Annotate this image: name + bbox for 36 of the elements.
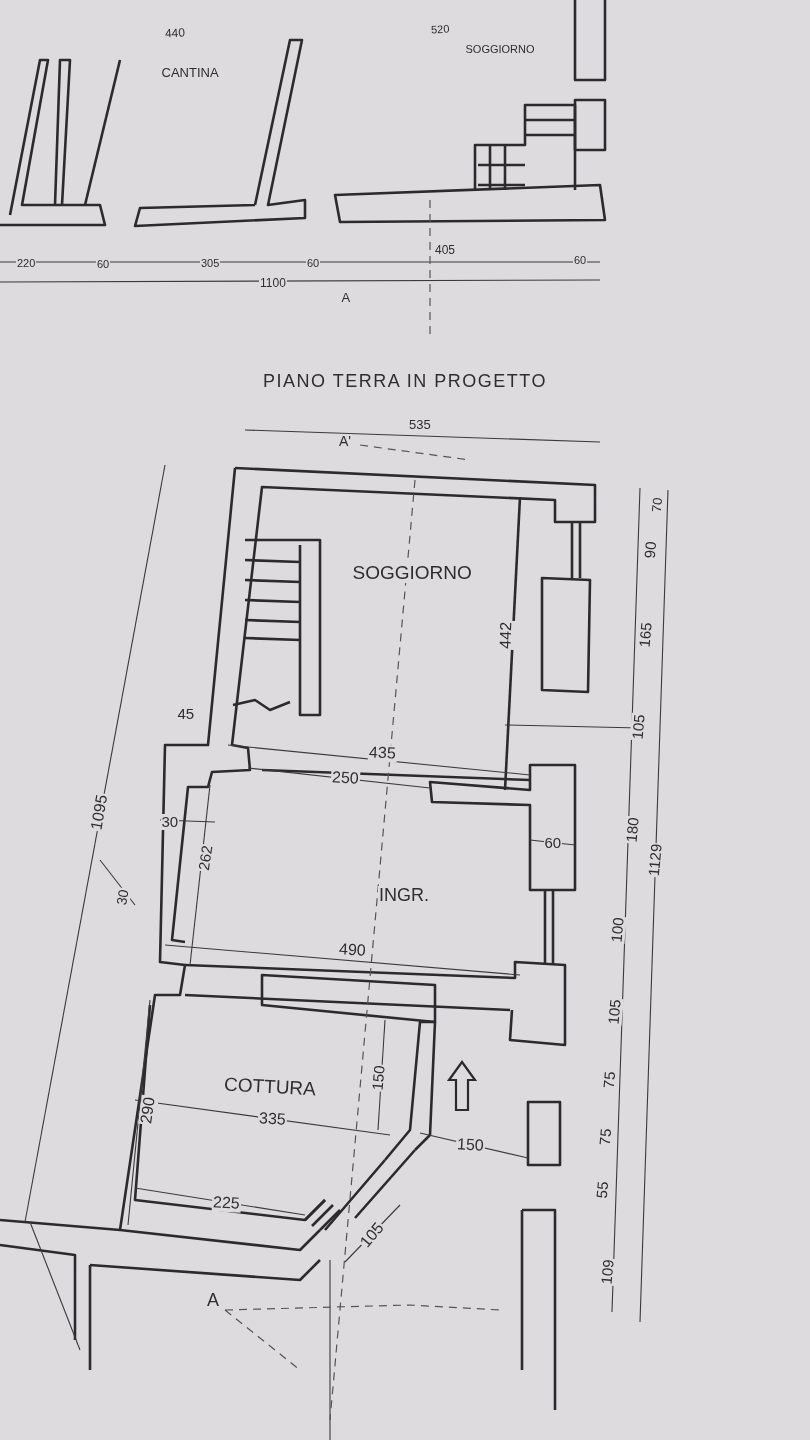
room-label: CANTINA: [160, 66, 220, 80]
dimension-label: 150: [369, 1063, 388, 1093]
dimension-label: 30: [160, 814, 180, 830]
dimension-label: 75: [596, 1126, 614, 1147]
dimension-label: 180: [623, 815, 642, 845]
dimension-label: 435: [367, 744, 397, 762]
dimension-label: 535: [408, 418, 432, 432]
dimension-label: 1100: [259, 276, 287, 290]
room-label: SOGGIORNO: [351, 563, 473, 583]
dimension-label: 105: [629, 712, 648, 742]
dimension-label: 60: [543, 835, 563, 851]
dimension-label: 60: [96, 259, 111, 271]
section-mark: A: [340, 291, 352, 305]
dimension-label: 90: [641, 539, 659, 560]
dimension-label: 70: [649, 496, 665, 514]
dimension-label: 60: [573, 255, 588, 267]
dimension-label: 105: [605, 997, 624, 1027]
dimension-label: 60: [306, 258, 321, 270]
dimension-label: 262: [195, 843, 215, 873]
dimension-label: 305: [200, 258, 221, 270]
dimension-label: 440: [163, 25, 187, 40]
room-label: SOGGIORNO: [464, 44, 536, 56]
dimension-label: 442: [496, 620, 515, 650]
dimension-label: 45: [176, 706, 196, 722]
dimension-label: 55: [593, 1179, 611, 1200]
dimension-label: 30: [114, 886, 132, 907]
dimension-label: 100: [608, 915, 627, 945]
dimension-label: 225: [211, 1193, 241, 1213]
dimension-label: 520: [429, 23, 451, 37]
dimension-label: 1129: [645, 842, 665, 878]
dimension-label: 165: [636, 620, 655, 650]
dimension-label: 220: [16, 258, 37, 270]
dimension-label: 405: [434, 243, 457, 257]
dimension-label: 75: [600, 1069, 618, 1090]
dimension-label: 109: [598, 1257, 617, 1287]
plan-title: PIANO TERRA IN PROGETTO: [262, 371, 548, 392]
